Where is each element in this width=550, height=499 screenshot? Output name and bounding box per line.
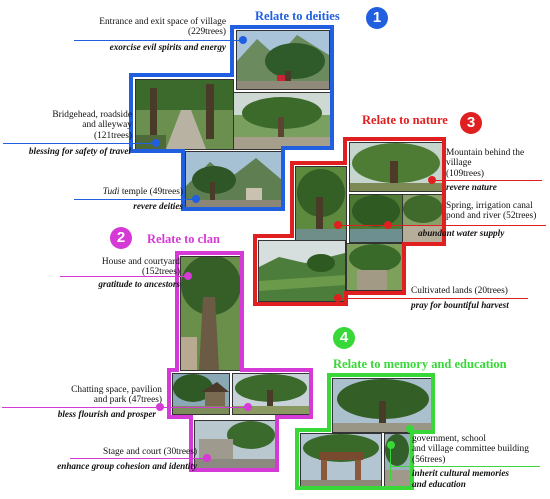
memory-title: Relate to memory and education bbox=[333, 357, 507, 371]
photo-school-gate bbox=[300, 433, 382, 487]
deities-title: Relate to deities bbox=[255, 9, 340, 23]
memory-item-1-line bbox=[390, 466, 540, 468]
memory-item-1-dot bbox=[406, 425, 414, 433]
photo-village-tree-memory bbox=[332, 378, 432, 433]
deities-item-3-dot bbox=[192, 195, 200, 203]
clan-item-3-dot bbox=[203, 454, 211, 462]
nature-item-3-dot bbox=[334, 294, 342, 302]
nature-badge: 3 bbox=[460, 112, 482, 134]
photo-mountain-behind-village bbox=[349, 142, 443, 192]
clan-item-1-line bbox=[60, 276, 190, 278]
clan-item-1-meaning: gratitude to ancestors bbox=[98, 279, 180, 289]
clan-item-2-line bbox=[2, 407, 250, 409]
deities-badge: 1 bbox=[366, 7, 388, 29]
memory-badge: 4 bbox=[333, 327, 355, 349]
clan-item-2-meaning: bless flourish and prosper bbox=[57, 409, 156, 419]
nature-item-3-meaning: pray for bountiful harvest bbox=[411, 300, 509, 310]
deities-item-2-dot bbox=[152, 139, 160, 147]
photo-chatting-pavilion bbox=[172, 373, 230, 415]
clan-item-3-meaning: enhance group cohesion and identity bbox=[57, 461, 197, 471]
clan-item-3-label: Stage and court (30trees) bbox=[103, 447, 197, 457]
nature-item-1-label: Mountain behind the village (109trees) bbox=[446, 148, 525, 179]
nature-item-2-dot-b bbox=[384, 221, 392, 229]
nature-item-1-meaning: revere nature bbox=[446, 182, 497, 192]
nature-item-3-line bbox=[338, 298, 528, 300]
nature-item-3-label: Cultivated lands (20trees) bbox=[411, 286, 508, 296]
deities-item-3-label: Tudi temple (49trees) bbox=[102, 187, 183, 197]
memory-item-1-leader bbox=[390, 445, 392, 481]
clan-title: Relate to clan bbox=[147, 232, 220, 246]
nature-item-2-line bbox=[338, 225, 546, 227]
memory-item-1-meaning: inherit cultural memories and education bbox=[412, 468, 509, 489]
nature-item-2-label: Spring, irrigation canal pond and river … bbox=[446, 201, 537, 222]
deities-item-2-meaning: blessing for safety of travel bbox=[28, 146, 131, 156]
photo-bridgehead-road bbox=[135, 79, 234, 150]
deities-item-2-line bbox=[3, 143, 158, 145]
photo-field-hut bbox=[346, 243, 403, 291]
clan-item-2-dot-b bbox=[244, 403, 252, 411]
deities-item-1-meaning: exorcise evil spirits and energy bbox=[109, 42, 226, 52]
deities-item-1-dot bbox=[239, 36, 247, 44]
photo-cultivated-lands bbox=[258, 240, 346, 302]
photo-village-entrance bbox=[236, 30, 330, 90]
nature-item-1-line bbox=[432, 180, 542, 182]
nature-item-2-dot bbox=[334, 221, 342, 229]
photo-irrigation-canal bbox=[349, 194, 403, 243]
deities-item-1-label: Entrance and exit space of village (229t… bbox=[99, 17, 226, 38]
clan-item-1-label: House and courtyard (152trees) bbox=[101, 257, 180, 278]
nature-item-1-dot bbox=[428, 176, 436, 184]
photo-alleyway bbox=[233, 92, 331, 150]
clan-item-2-dot bbox=[156, 403, 164, 411]
nature-item-2-meaning: abundant water supply bbox=[418, 228, 505, 238]
clan-item-2-label: Chatting space, pavilion and park (47tre… bbox=[71, 385, 162, 406]
clan-item-3-line bbox=[70, 458, 210, 460]
deities-item-3-line bbox=[74, 199, 198, 201]
deities-item-1-line bbox=[74, 40, 244, 42]
memory-item-1-label: government, school and village committee… bbox=[412, 434, 529, 465]
clan-badge: 2 bbox=[110, 227, 132, 249]
deities-item-2-label: Bridgehead, roadside and alleyway (121tr… bbox=[52, 110, 132, 141]
deities-item-3-meaning: revere deities bbox=[133, 201, 183, 211]
clan-item-1-dot bbox=[184, 272, 192, 280]
nature-title: Relate to nature bbox=[362, 113, 448, 127]
photo-riverside-tree bbox=[295, 166, 347, 248]
